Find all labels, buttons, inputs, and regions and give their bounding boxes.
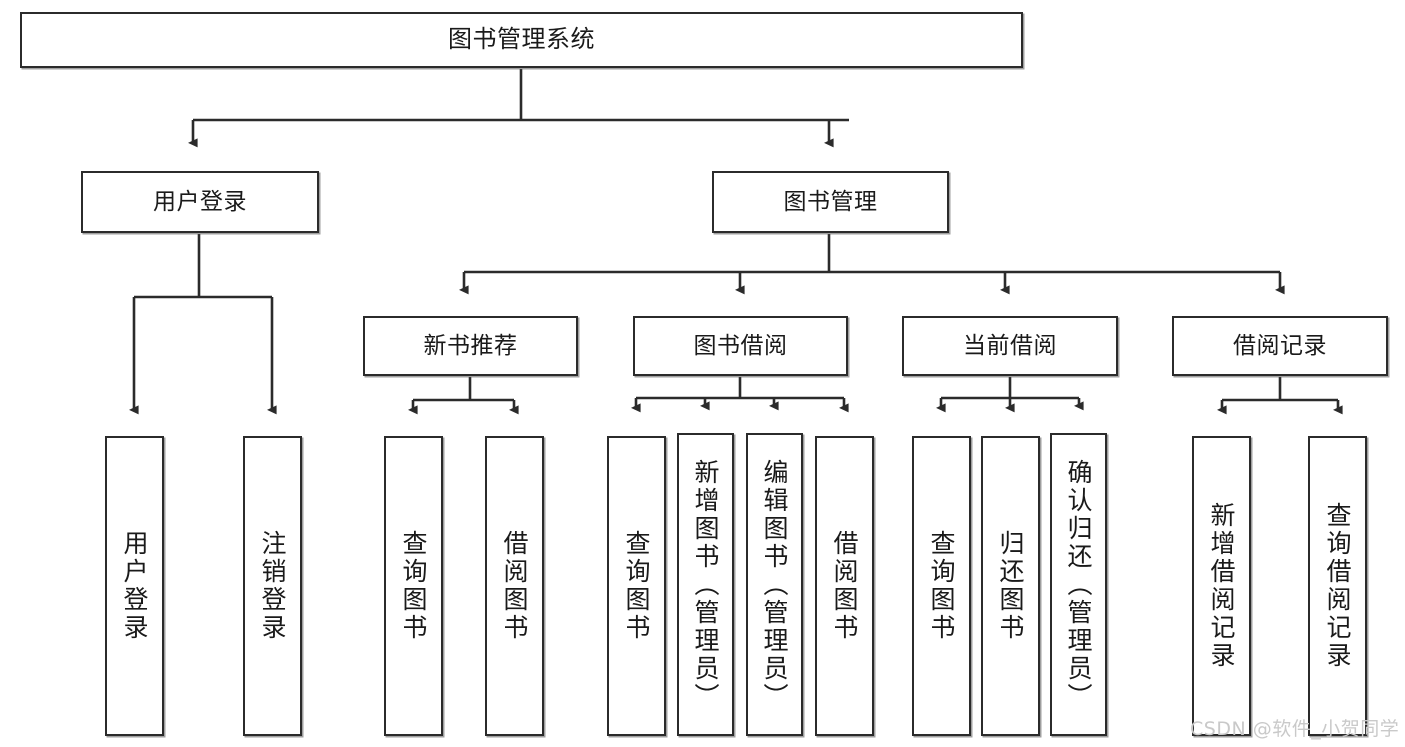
node-label: 借阅图书 — [830, 530, 859, 642]
node-label: 图书借阅 — [693, 332, 788, 359]
node-label: 编辑图书（管理员） — [760, 458, 789, 711]
node-leaf-logout-login[interactable]: 注销登录 — [243, 436, 302, 736]
node-label: 查询借阅记录 — [1323, 502, 1352, 670]
node-root-book-management-system[interactable]: 图书管理系统 — [20, 12, 1023, 68]
node-label: 新增借阅记录 — [1207, 502, 1236, 670]
node-label: 查询图书 — [399, 530, 428, 642]
node-user-login[interactable]: 用户登录 — [81, 171, 319, 233]
node-leaf-add-book-admin[interactable]: 新增图书（管理员） — [677, 433, 734, 736]
node-label: 图书管理 — [783, 188, 878, 215]
node-label: 查询图书 — [622, 530, 651, 642]
node-leaf-query-book-borrow[interactable]: 查询图书 — [607, 436, 666, 736]
node-label: 查询图书 — [927, 530, 956, 642]
node-leaf-return-book[interactable]: 归还图书 — [981, 436, 1040, 736]
node-label: 确认归还（管理员） — [1064, 458, 1093, 711]
node-borrow-record[interactable]: 借阅记录 — [1172, 316, 1388, 376]
node-book-borrow[interactable]: 图书借阅 — [633, 316, 848, 376]
node-label: 借阅图书 — [500, 530, 529, 642]
node-leaf-add-borrow-record[interactable]: 新增借阅记录 — [1192, 436, 1251, 736]
node-new-book-recommend[interactable]: 新书推荐 — [363, 316, 578, 376]
node-label: 归还图书 — [996, 530, 1025, 642]
node-label: 注销登录 — [258, 530, 287, 642]
node-current-borrow[interactable]: 当前借阅 — [902, 316, 1118, 376]
node-leaf-user-login[interactable]: 用户登录 — [105, 436, 164, 736]
node-leaf-query-book-current[interactable]: 查询图书 — [912, 436, 971, 736]
csdn-watermark: CSDN @软件_小贺同学 — [1190, 718, 1400, 740]
node-leaf-edit-book-admin[interactable]: 编辑图书（管理员） — [746, 433, 803, 736]
node-book-management[interactable]: 图书管理 — [712, 171, 949, 233]
node-label: 新增图书（管理员） — [691, 458, 720, 711]
node-leaf-query-borrow-record[interactable]: 查询借阅记录 — [1308, 436, 1367, 736]
node-leaf-borrow-book-recommend[interactable]: 借阅图书 — [485, 436, 544, 736]
node-label: 图书管理系统 — [448, 25, 595, 54]
node-leaf-query-book-recommend[interactable]: 查询图书 — [384, 436, 443, 736]
node-label: 用户登录 — [153, 188, 247, 215]
node-label: 新书推荐 — [423, 332, 518, 359]
node-label: 借阅记录 — [1233, 332, 1327, 359]
node-label: 当前借阅 — [963, 332, 1057, 359]
node-leaf-confirm-return-admin[interactable]: 确认归还（管理员） — [1050, 433, 1107, 736]
node-label: 用户登录 — [120, 530, 149, 642]
node-leaf-borrow-book[interactable]: 借阅图书 — [815, 436, 874, 736]
